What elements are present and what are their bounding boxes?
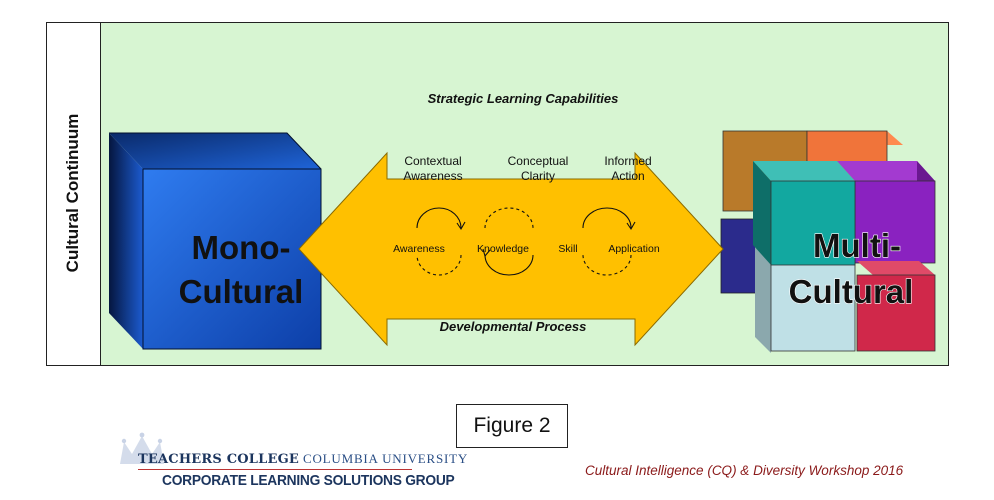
arc-solid-3 [582, 207, 632, 229]
diagram-frame: Cultural Continuum Strategic Learning Ca… [46, 22, 949, 366]
strategic-learning-capabilities-label: Strategic Learning Capabilities [428, 91, 619, 106]
mono-cultural-line2: Cultural [179, 273, 304, 310]
mono-cube-front-face [143, 169, 321, 349]
arc-dashed-3 [582, 254, 632, 276]
developmental-process-label: Developmental Process [440, 319, 587, 334]
cube-purple [854, 180, 936, 264]
logo-columbia-university: COLUMBIA UNIVERSITY [303, 451, 469, 466]
arc-solid-2 [484, 254, 534, 276]
logo-line1: TEACHERS COLLEGE COLUMBIA UNIVERSITY [138, 451, 468, 467]
capability-3-line1: Informed [604, 154, 651, 168]
step-skill: Skill [558, 243, 577, 255]
capability-2-line1: Conceptual [508, 154, 569, 168]
logo-teachers-college: TEACHERS COLLEGE [138, 452, 299, 467]
logo-line2: CORPORATE LEARNING SOLUTIONS GROUP [162, 472, 455, 489]
workshop-footer: Cultural Intelligence (CQ) & Diversity W… [585, 463, 904, 478]
double-headed-arrow [298, 151, 724, 347]
figure-caption: Figure 2 [456, 404, 568, 448]
mono-cube-left-face [109, 133, 143, 349]
cube-lightblue [770, 262, 856, 352]
sidebar: Cultural Continuum [47, 23, 101, 365]
multi-cultural-line1: Multi- [813, 227, 901, 264]
cube-teal [770, 180, 856, 266]
mono-cube-top-face [109, 133, 321, 169]
arc-solid-1 [416, 207, 462, 229]
step-application: Application [608, 243, 660, 255]
logo-divider [138, 469, 412, 470]
step-knowledge: Knowledge [477, 243, 529, 255]
process-cycle-arcs [416, 207, 636, 276]
multi-cultural-line2: Cultural [789, 273, 914, 310]
teachers-college-logo: TEACHERS COLLEGE COLUMBIA UNIVERSITY CORP… [112, 428, 467, 494]
multi-cultural-cube-cluster [720, 130, 936, 353]
capability-1-line2: Awareness [403, 169, 462, 183]
capability-2-line2: Clarity [521, 169, 555, 183]
capability-1-line1: Contextual [404, 154, 461, 168]
cube-red [856, 274, 936, 352]
arc-dashed-1 [416, 254, 462, 276]
step-awareness: Awareness [393, 243, 445, 255]
arc-dashed-2 [484, 207, 534, 229]
diagram-canvas: Strategic Learning Capabilities Developm… [109, 91, 936, 353]
capability-3-line2: Action [611, 169, 644, 183]
mono-cultural-line1: Mono- [192, 229, 291, 266]
crown-icon [120, 432, 164, 464]
